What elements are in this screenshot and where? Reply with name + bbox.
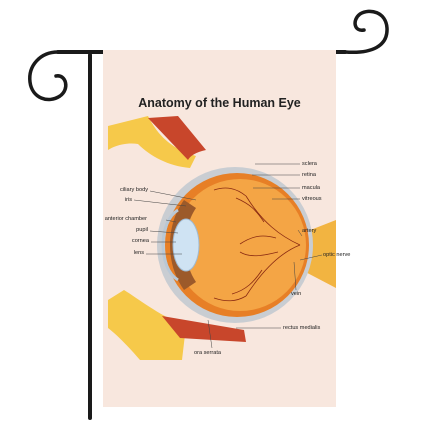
label-sclera: sclera <box>302 161 317 167</box>
label-vein: vein <box>291 291 302 297</box>
label-ciliary-body: ciliary body <box>120 187 148 193</box>
orbit-bone-lower <box>108 290 186 360</box>
label-rectus-medialis: rectus medialis <box>283 325 321 331</box>
eye-diagram <box>108 116 336 360</box>
left-scroll <box>28 50 68 102</box>
label-retina: retina <box>302 172 316 178</box>
label-macula: macula <box>302 185 321 191</box>
label-artery: artery <box>302 228 317 234</box>
vitreous-shape <box>174 179 306 311</box>
diagram-title: Anatomy of the Human Eye <box>138 96 301 110</box>
label-ora-serrata: ora serrata <box>194 350 222 356</box>
label-optic-nerve: optic nerve <box>323 252 351 258</box>
upper-muscle <box>148 116 206 160</box>
label-iris: iris <box>124 197 132 203</box>
orbit-bone-upper <box>108 116 196 168</box>
lower-muscle <box>162 316 246 342</box>
label-vitreous: vitreous <box>302 196 322 202</box>
cornea-shape <box>161 208 179 282</box>
leader-lines <box>133 163 323 349</box>
label-pupil: pupil <box>136 227 148 233</box>
blood-vessels <box>213 187 301 302</box>
label-anterior-chamber: anterior chamber <box>104 216 147 222</box>
label-cornea: cornea <box>131 238 149 244</box>
label-lens: lens <box>133 250 144 256</box>
right-scroll <box>343 9 389 55</box>
lens-shape <box>172 218 200 272</box>
